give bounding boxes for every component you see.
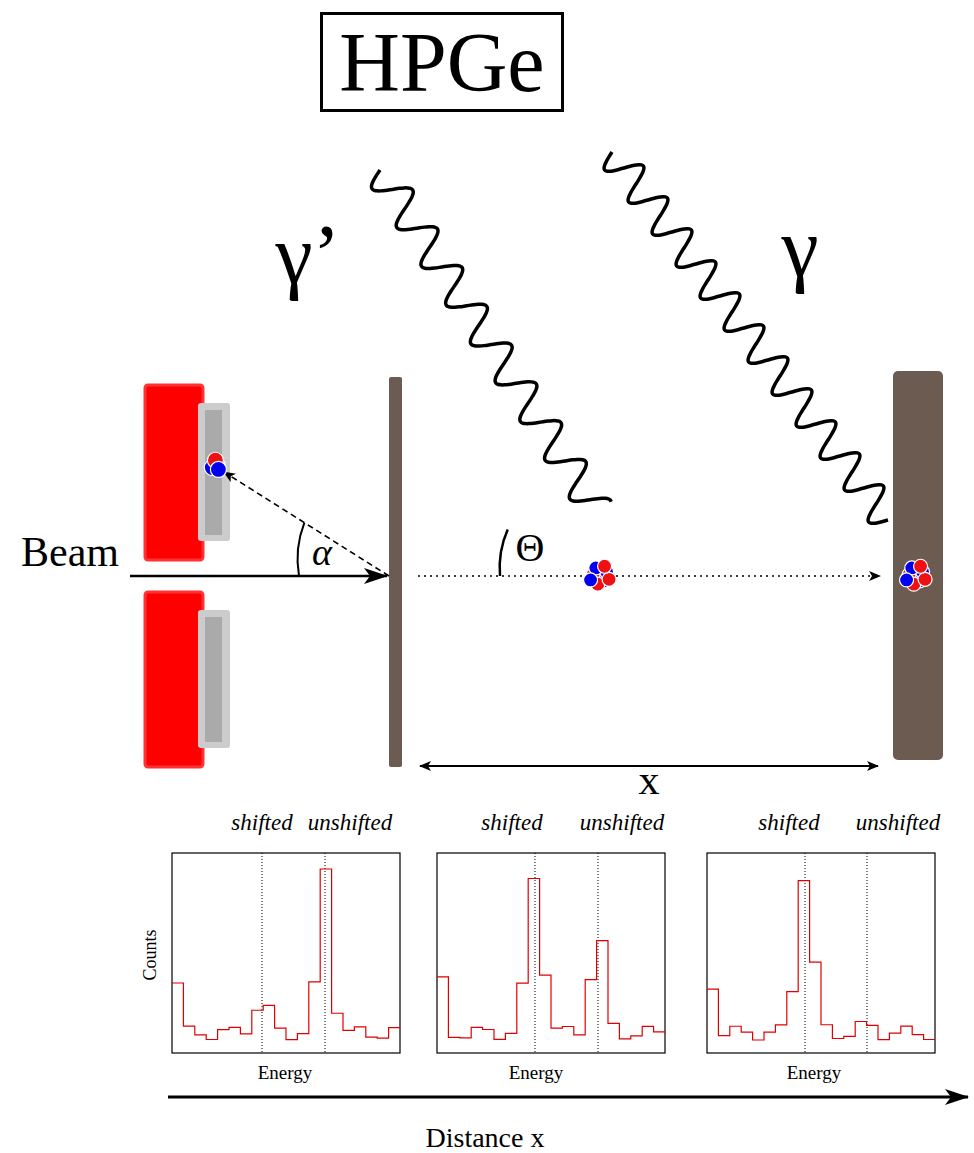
gamma-wave (371, 170, 611, 502)
nucleon (584, 573, 598, 587)
energy-marker (598, 853, 599, 1053)
axis-label: Energy (509, 1063, 564, 1082)
scatter-arrow (224, 472, 389, 576)
angle-label: α (312, 533, 332, 571)
detector-frame (198, 610, 230, 748)
flight-path (418, 575, 880, 577)
detector-holder (145, 385, 203, 560)
energy-marker (535, 853, 536, 1053)
beam-arrow (130, 575, 387, 578)
spectrum-frame (172, 853, 400, 1053)
peak-label: unshifted (308, 811, 392, 834)
axis-label: Energy (787, 1063, 842, 1082)
angle-label: Θ (516, 528, 545, 568)
peak-label: unshifted (856, 811, 940, 834)
peak-label: shifted (481, 811, 542, 834)
peak-label: shifted (758, 811, 819, 834)
nucleon (210, 461, 226, 477)
gamma-wave (604, 152, 888, 523)
detector-box: HPGe (320, 12, 563, 112)
stopper-foil (893, 371, 943, 760)
spectrum-histogram (172, 869, 400, 1040)
axis-label: Energy (258, 1063, 313, 1082)
gamma-label: γ (781, 206, 818, 290)
particle-detector (205, 617, 222, 742)
peak-label: shifted (231, 811, 292, 834)
beam-label: Beam (21, 531, 119, 573)
detector-label: HPGe (339, 16, 544, 109)
nucleon (918, 572, 932, 586)
energy-marker (325, 853, 326, 1053)
axis-label: Distance x (426, 1124, 545, 1152)
peak-label: unshifted (580, 811, 664, 834)
energy-marker (805, 853, 806, 1053)
detector-holder (145, 592, 203, 767)
gamma-label: γ’ (275, 213, 340, 297)
spectrum-frame (437, 853, 665, 1053)
spectrum-frame (707, 853, 935, 1053)
energy-marker (262, 853, 263, 1053)
detector-frame (198, 403, 230, 541)
angle-arc (298, 523, 305, 576)
spectrum-histogram (437, 878, 665, 1039)
angle-arc (500, 530, 508, 577)
axis-label: Counts (141, 929, 159, 980)
distance-axis-arrow (168, 1096, 968, 1099)
target-foil (389, 377, 402, 767)
nucleon (598, 559, 612, 573)
nucleon (914, 559, 928, 573)
nucleon (900, 573, 914, 587)
nucleon (602, 572, 616, 586)
distance-label: x (639, 759, 660, 801)
spectrum-histogram (707, 881, 935, 1040)
